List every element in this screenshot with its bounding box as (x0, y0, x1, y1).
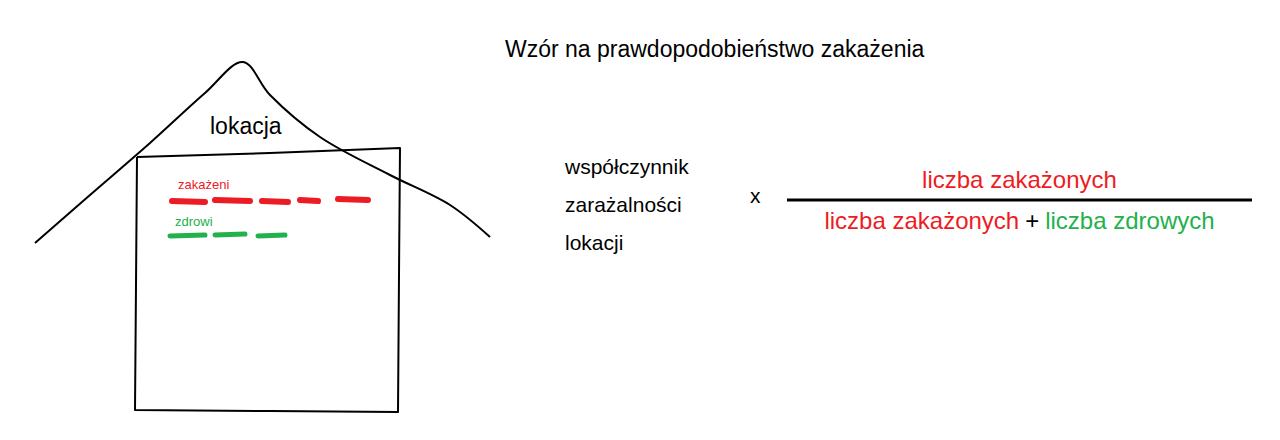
infected-mark (262, 201, 288, 202)
numerator-row: liczba zakażonych (787, 166, 1252, 194)
infected-mark (215, 200, 250, 201)
coefficient-label: współczynnik zarażalności lokacji (565, 148, 725, 262)
plus-sign: + (1019, 207, 1045, 235)
healthy-label: zdrowi (175, 214, 213, 229)
location-label: lokacja (210, 113, 282, 140)
title: Wzór na prawdopodobieństwo zakażenia (505, 36, 924, 63)
healthy-mark (258, 235, 285, 236)
fraction-bar (787, 199, 1252, 202)
infected-mark (338, 199, 368, 200)
denominator-healthy: liczba zdrowych (1045, 207, 1214, 235)
house-outline (135, 148, 400, 412)
house-location: lokacja zakażeni zdrowi (30, 55, 500, 420)
healthy-mark (170, 235, 205, 236)
numerator-text: liczba zakażonych (922, 166, 1117, 194)
infected-mark (300, 200, 318, 201)
multiply-sign: x (750, 184, 761, 208)
healthy-mark (215, 234, 245, 235)
denominator-infected: liczba zakażonych (824, 207, 1019, 235)
infected-label: zakażeni (178, 177, 229, 192)
house-drawing (30, 55, 500, 420)
denominator-row: liczba zakażonych+liczba zdrowych (787, 207, 1252, 235)
infected-mark (172, 201, 205, 202)
